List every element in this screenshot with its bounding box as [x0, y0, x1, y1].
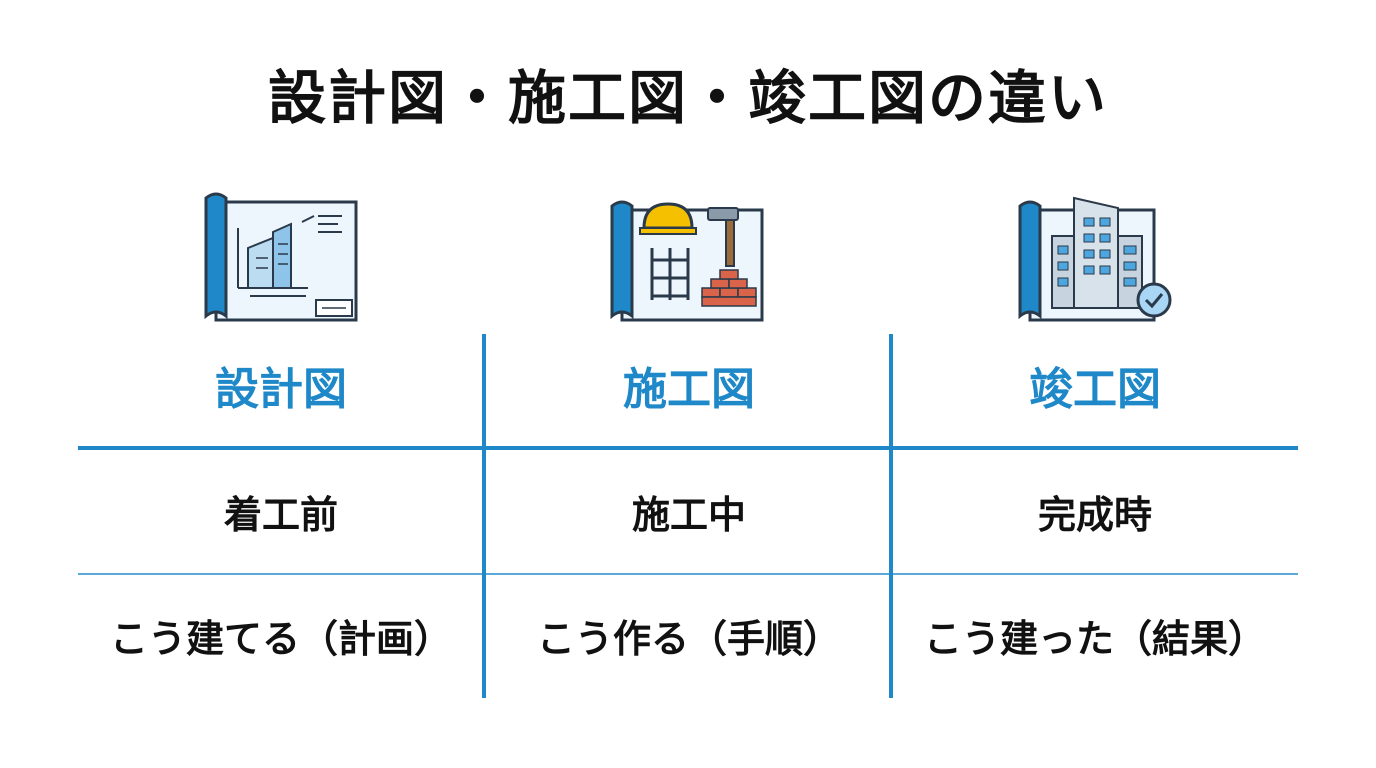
construction-blueprint-icon: [604, 188, 784, 328]
column-label-construction: 施工図: [623, 364, 755, 415]
column-label-completion: 竣工図: [1029, 364, 1161, 415]
timing-completion: 完成時: [1037, 493, 1152, 537]
meaning-design: こう建てる（計画）: [109, 617, 452, 661]
row-divider: [78, 573, 1298, 575]
completed-building-icon: [1012, 188, 1192, 328]
column-divider-1: [482, 334, 486, 698]
timing-construction: 施工中: [631, 493, 746, 537]
meaning-construction: こう作る（手順）: [536, 617, 841, 661]
timing-design: 着工前: [223, 493, 338, 537]
blueprint-building-icon: [198, 188, 378, 328]
page-title: 設計図・施工図・竣工図の違い: [267, 64, 1108, 132]
meaning-completion: こう建った（結果）: [923, 617, 1266, 661]
column-label-design: 設計図: [215, 364, 347, 415]
header-divider: [78, 446, 1298, 450]
column-divider-2: [889, 334, 893, 698]
